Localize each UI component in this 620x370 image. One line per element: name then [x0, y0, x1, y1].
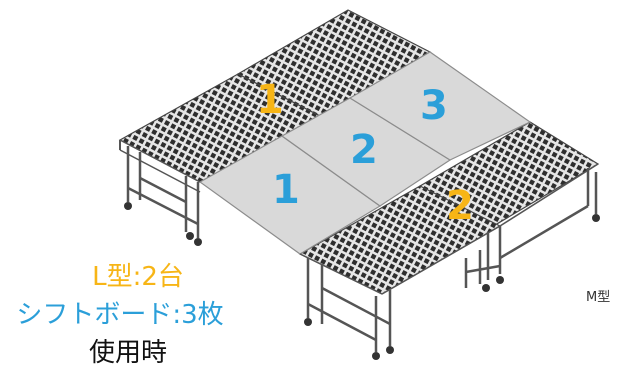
back-table-legs: [126, 146, 200, 238]
board-number-3: 3: [420, 83, 448, 129]
board-number-1: 1: [272, 167, 300, 213]
table-number-1: 1: [256, 77, 284, 123]
table-number-2: 2: [446, 183, 474, 229]
shift-board-3: [348, 51, 532, 161]
caption-in-use: 使用時: [88, 338, 167, 368]
caption-table-count: L型:2台: [92, 262, 184, 292]
frame-edges: [119, 139, 599, 295]
back-table: [118, 9, 432, 193]
back-table-casters: [124, 202, 202, 246]
caption-board-count: シフトボード:3枚: [16, 300, 224, 330]
front-table-casters: [304, 214, 600, 360]
board-number-2: 2: [350, 127, 378, 173]
front-table-legs: [306, 168, 598, 352]
shift-boards: [198, 51, 532, 255]
model-label: M型: [586, 290, 611, 305]
